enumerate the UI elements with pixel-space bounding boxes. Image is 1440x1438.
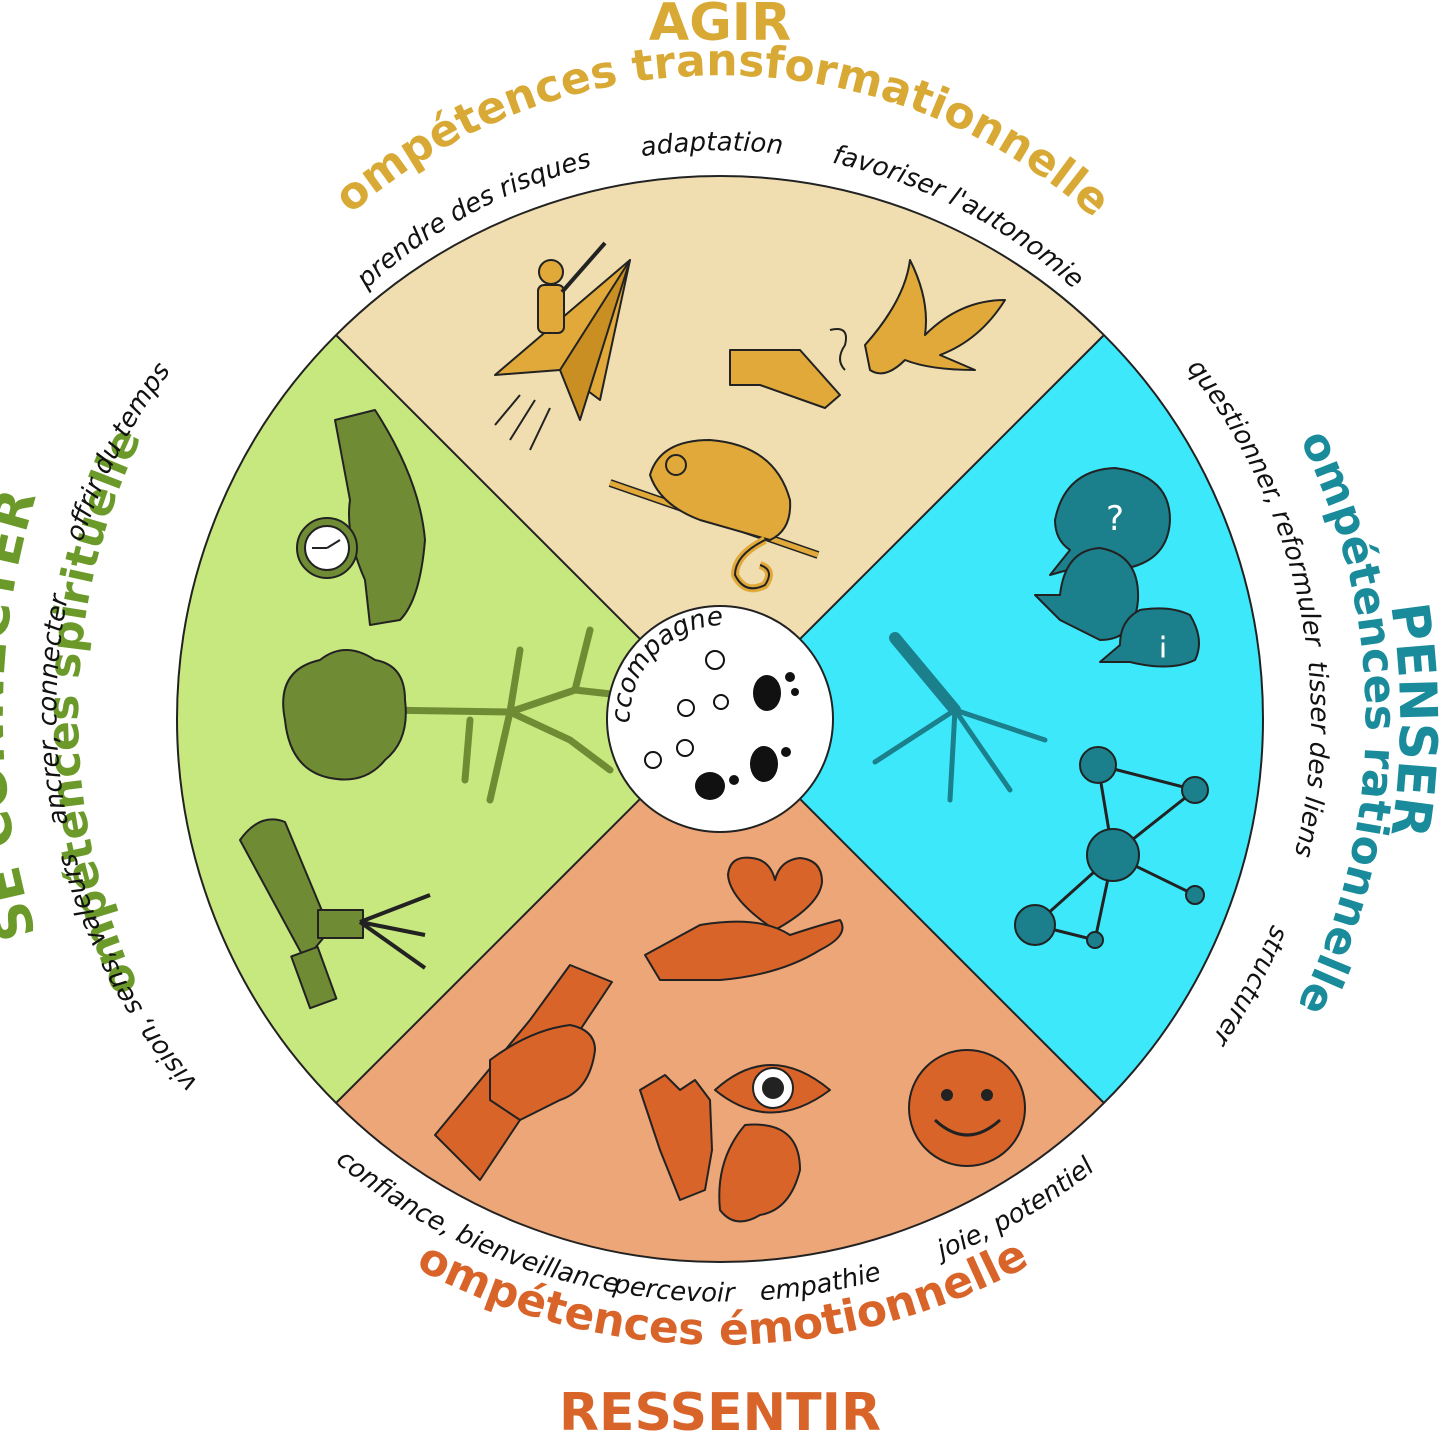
item-penser-2: tisser des liens (1288, 660, 1334, 860)
wheel-outline (176, 175, 1264, 1263)
rope-icon (872, 632, 1048, 803)
svg-text:¡: ¡ (1157, 625, 1169, 660)
hand-releasing-dove-icon (729, 259, 1006, 409)
heart-in-hand-icon (644, 856, 844, 981)
svg-text:?: ? (1106, 499, 1124, 539)
hand-with-clock-icon (296, 409, 426, 626)
helping-hands-icon (434, 964, 613, 1181)
speech-bubbles-icon: ? ¡ (1034, 467, 1200, 668)
smiley-icon (908, 1049, 1026, 1167)
title-agir: AGIR (649, 0, 791, 53)
network-graph-icon (1014, 746, 1209, 949)
item-connecter-3: vision, sens, valeurs (52, 850, 203, 1097)
telescope-icon (239, 818, 431, 1010)
tree-roots-icon (282, 626, 624, 804)
footprints-icon (644, 650, 799, 800)
eye-ear-hand-icon (639, 1064, 831, 1223)
title-ressentir: RESSENTIR (559, 1383, 881, 1438)
paper-plane-rider-icon (494, 241, 631, 451)
item-penser-3: structurer (1205, 922, 1294, 1053)
chameleon-icon (608, 439, 820, 593)
item-agir-2: adaptation (639, 127, 785, 163)
